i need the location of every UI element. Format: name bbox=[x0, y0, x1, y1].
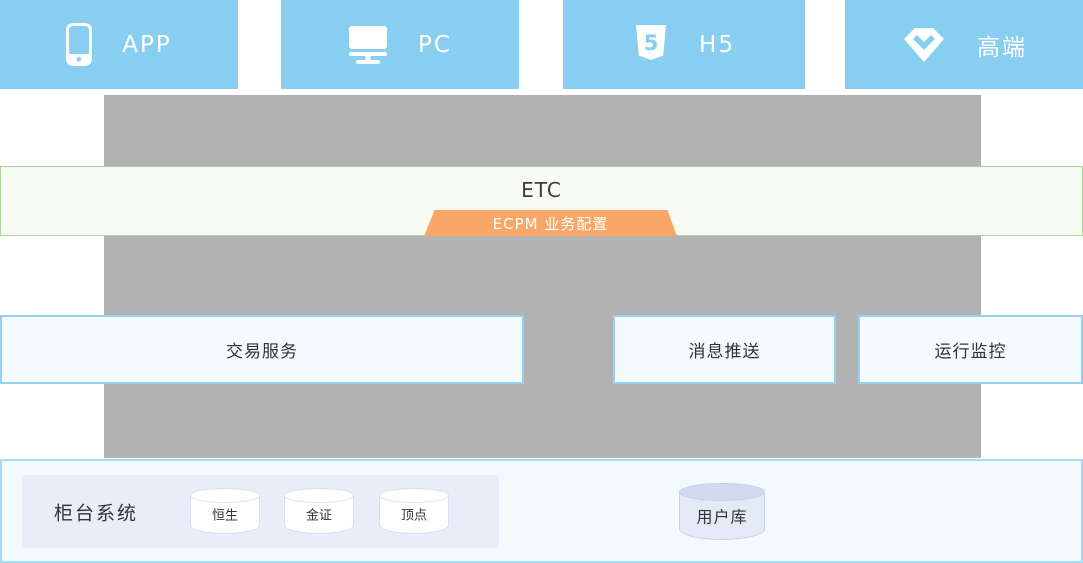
ecpm-config-badge: ECPM 业务配置 bbox=[424, 210, 677, 236]
etc-layer: ETC ECPM 业务配置 bbox=[0, 166, 1083, 236]
channel-row: APP PC 5 H5 bbox=[0, 0, 1083, 89]
monitor-icon bbox=[348, 25, 388, 64]
service-label: 消息推送 bbox=[688, 342, 761, 362]
channel-label: APP bbox=[122, 31, 172, 58]
html5-icon: 5 bbox=[633, 24, 669, 65]
database-label: 金证 bbox=[305, 508, 332, 524]
svg-text:5: 5 bbox=[644, 31, 659, 55]
database-label: 顶点 bbox=[400, 508, 427, 524]
service-box-monitoring: 运行监控 bbox=[858, 315, 1083, 384]
counter-system-label: 柜台系统 bbox=[54, 502, 139, 524]
cylinder-top bbox=[379, 488, 449, 503]
service-label: 交易服务 bbox=[226, 342, 298, 362]
database-label: 恒生 bbox=[211, 508, 238, 524]
cylinder-top bbox=[284, 488, 354, 503]
channel-label: PC bbox=[418, 31, 452, 58]
database-cylinder-users: 用户库 bbox=[679, 483, 765, 540]
database-cylinder-jinzheng: 金证 bbox=[284, 488, 354, 534]
channel-h5: 5 H5 bbox=[563, 0, 805, 89]
ecpm-config-label: ECPM 业务配置 bbox=[492, 214, 609, 233]
cylinder-top bbox=[190, 488, 260, 503]
service-box-trading: 交易服务 bbox=[0, 315, 524, 384]
channel-premium: 高端 bbox=[845, 0, 1083, 89]
smartphone-icon bbox=[66, 23, 93, 66]
channel-label: 高端 bbox=[977, 34, 1027, 61]
cylinder-top bbox=[679, 483, 765, 501]
channel-label: H5 bbox=[699, 31, 735, 58]
channel-app: APP bbox=[0, 0, 238, 89]
user-database-label: 用户库 bbox=[696, 507, 748, 527]
infrastructure-layer: 柜台系统 恒生 金证 顶点 用户库 bbox=[0, 459, 1083, 563]
service-box-message-push: 消息推送 bbox=[613, 315, 836, 384]
service-label: 运行监控 bbox=[934, 342, 1007, 362]
platform-block bbox=[104, 95, 981, 458]
diamond-icon bbox=[901, 26, 947, 64]
database-cylinder-dingdian: 顶点 bbox=[379, 488, 449, 534]
etc-title: ETC bbox=[521, 178, 562, 202]
channel-pc: PC bbox=[281, 0, 519, 89]
database-cylinder-hengsheng: 恒生 bbox=[190, 488, 260, 534]
